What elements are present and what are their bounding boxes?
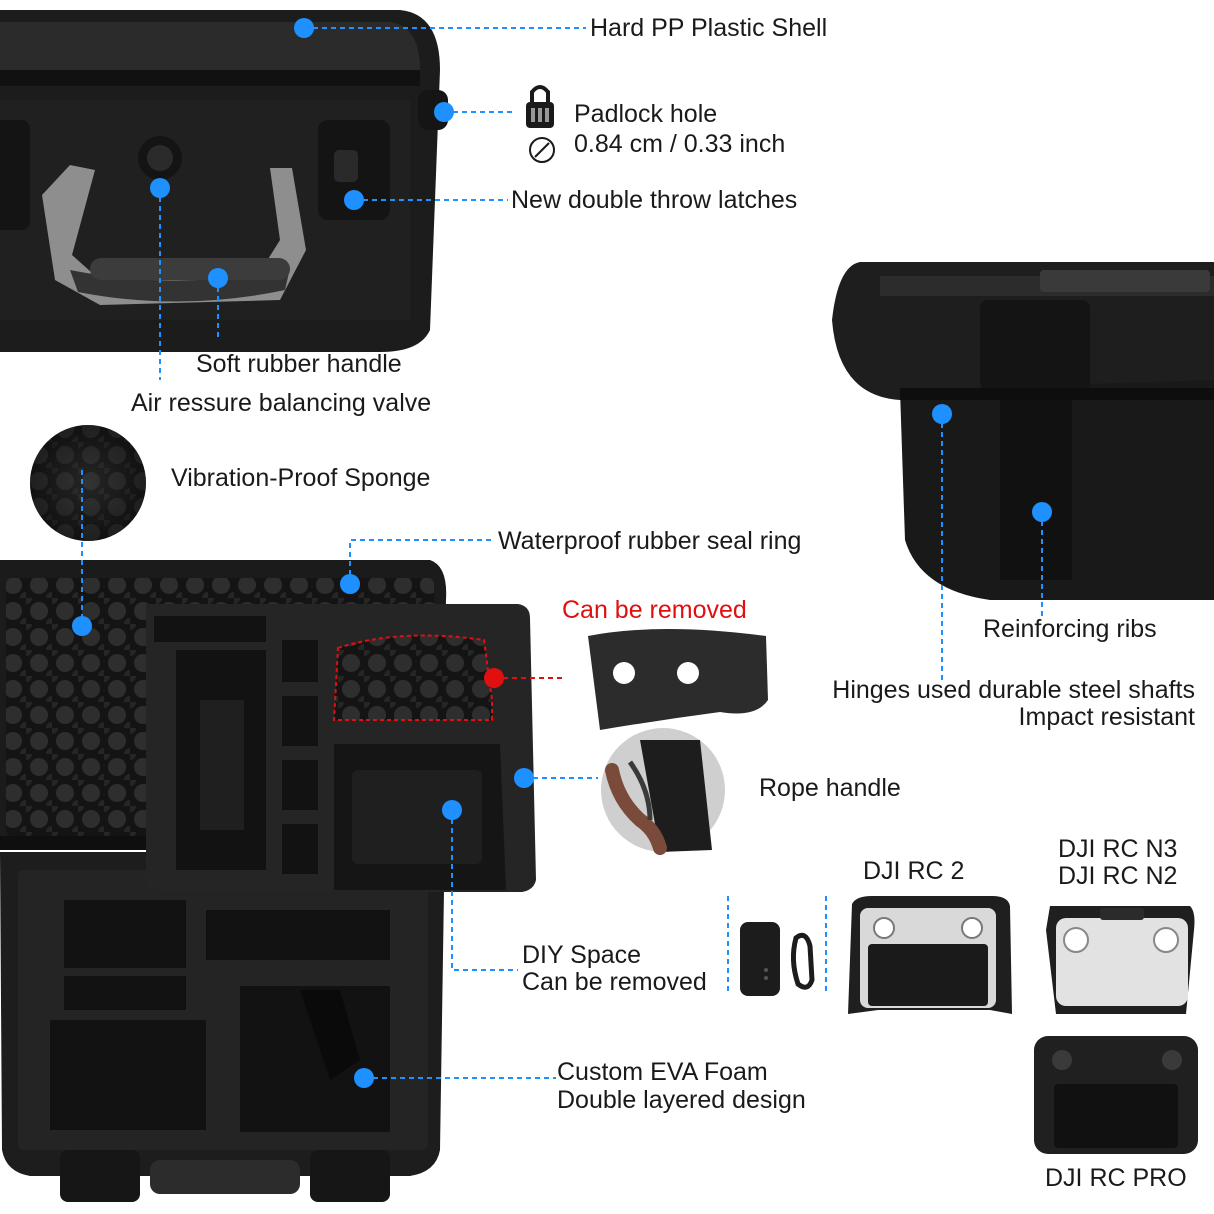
removable-foam-piece (588, 629, 768, 730)
removable-marker (484, 668, 504, 688)
label-rope: Rope handle (759, 774, 901, 802)
padlock-icon (526, 85, 554, 128)
callout-dots (72, 18, 1052, 1088)
label-eva-title: Custom EVA Foam (557, 1058, 768, 1086)
label-shell: Hard PP Plastic Shell (590, 14, 828, 42)
battery-and-cable (727, 896, 827, 996)
label-removable: Can be removed (562, 596, 747, 624)
controller-rc2 (848, 896, 1012, 1014)
label-rcn3: DJI RC N3 (1058, 835, 1178, 863)
diameter-icon (529, 137, 555, 163)
label-diy-title: DIY Space (522, 941, 642, 969)
label-handle: Soft rubber handle (196, 350, 402, 378)
label-eva-sub: Double layered design (557, 1086, 806, 1114)
label-rcpro: DJI RC PRO (1045, 1164, 1187, 1192)
label-ribs: Reinforcing ribs (983, 615, 1157, 643)
label-rcn2: DJI RC N2 (1058, 862, 1178, 890)
callout-lines (81, 27, 1043, 1079)
rope-handle-photo (601, 728, 725, 855)
label-diy-sub: Can be removed (522, 968, 707, 996)
case-side-closed (832, 262, 1214, 600)
controller-rcn3 (1046, 906, 1195, 1014)
label-valve: Air ressure balancing valve (131, 389, 432, 417)
label-padlock-size: 0.84 cm / 0.33 inch (574, 130, 786, 158)
controller-rcpro (1034, 1036, 1198, 1154)
label-hinges: Hinges used durable steel shafts (832, 676, 1195, 704)
label-rc2: DJI RC 2 (863, 857, 965, 885)
label-padlock-title: Padlock hole (574, 100, 718, 128)
label-impact: Impact resistant (1018, 703, 1195, 731)
label-seal: Waterproof rubber seal ring (498, 527, 802, 555)
case-open (0, 560, 536, 1202)
case-front-closed (0, 10, 448, 352)
label-sponge: Vibration-Proof Sponge (171, 464, 431, 492)
label-latches: New double throw latches (511, 186, 798, 214)
